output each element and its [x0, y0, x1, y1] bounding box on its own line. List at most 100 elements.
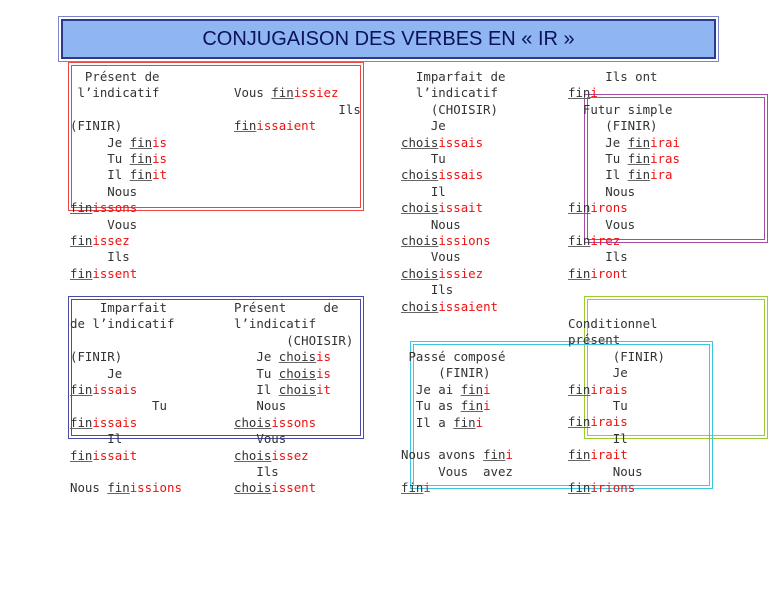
line-text: Vous	[70, 216, 138, 232]
conjugation-line: (CHOISIR)	[234, 333, 353, 349]
conjugation-line: Ils ont	[568, 69, 657, 85]
verb-ending: issent	[92, 265, 138, 281]
line-text: Ils	[234, 464, 279, 479]
line-text: Imparfait de	[401, 69, 506, 84]
line-text: Nous	[70, 183, 138, 199]
conjugation-line: l’indicatif	[401, 85, 498, 101]
line-text: (FINIR)	[70, 118, 123, 134]
verb-stem: fin	[271, 85, 294, 101]
line-text: Vous	[401, 249, 461, 265]
line-text: Je	[70, 134, 130, 150]
conjugation-line: finissait	[70, 448, 137, 464]
verb-ending: is	[316, 365, 331, 381]
verb-stem: chois	[234, 447, 272, 463]
line-text: Conditionnel	[568, 316, 658, 331]
conjugation-line: Je	[401, 118, 446, 134]
conjugation-line: Il finira	[568, 167, 672, 183]
conjugation-line: de l’indicatif	[70, 316, 174, 332]
verb-ending: issez	[92, 233, 130, 248]
verb-ending: iras	[650, 151, 680, 166]
line-text: Il	[568, 167, 628, 183]
conjugation-line: Je finis	[70, 135, 167, 151]
conjugation-line: Je choisis	[234, 349, 331, 365]
line-text: Ils	[568, 249, 628, 265]
verb-stem: fin	[453, 414, 476, 430]
conjugation-line: l’indicatif	[70, 85, 159, 101]
line-text: Futur simple	[568, 101, 673, 117]
verb-ending: irais	[590, 381, 628, 397]
conjugation-line: finirais	[568, 382, 628, 398]
verb-ending: ira	[650, 167, 673, 183]
conjugation-line: finissais	[70, 382, 137, 398]
page-title: CONJUGAISON DES VERBES EN « IR »	[202, 27, 575, 50]
line-text: Nous	[568, 463, 643, 479]
line-text: Il	[568, 430, 628, 446]
conjugation-line: (FINIR)	[70, 118, 122, 134]
verb-ending: issaient	[256, 118, 317, 134]
verb-stem: chois	[401, 233, 439, 248]
verb-ending: irais	[590, 414, 628, 430]
verb-ending: is	[152, 134, 167, 150]
conjugation-line: choisissais	[401, 167, 483, 183]
conjugation-line: Imparfait	[70, 300, 167, 316]
line-text: Nous	[401, 216, 461, 232]
conjugation-line: finissons	[70, 200, 137, 216]
conjugation-line: finirez	[568, 233, 620, 249]
frame-cyan	[410, 341, 713, 489]
conjugation-line: (FINIR)	[568, 349, 665, 365]
verb-stem: fin	[627, 167, 651, 183]
line-text: Tu	[70, 151, 130, 166]
conjugation-line: Il choisit	[234, 382, 331, 398]
verb-stem: fin	[70, 447, 93, 463]
conjugation-line: (CHOISIR)	[401, 102, 498, 118]
verb-ending: i	[505, 447, 513, 463]
line-text: Il	[401, 183, 446, 199]
line-text: Imparfait	[70, 300, 167, 315]
line-text: Ils	[70, 249, 130, 265]
line-text: Présent de	[70, 69, 160, 84]
conjugation-line: Ils	[568, 249, 628, 265]
verb-stem: chois	[278, 349, 317, 365]
line-text: Je	[70, 365, 123, 381]
verb-ending: i	[423, 480, 431, 496]
line-text: (FINIR)	[401, 365, 491, 381]
verb-stem: fin	[568, 233, 591, 248]
line-text: Nous	[234, 398, 287, 414]
conjugation-line: finissaient	[234, 118, 316, 134]
conjugation-line: Présent de	[70, 69, 160, 85]
verb-ending: i	[590, 85, 598, 101]
conjugation-line: finirait	[568, 447, 628, 463]
verb-ending: issiez	[293, 85, 339, 101]
verb-stem: chois	[278, 365, 317, 381]
conjugation-line: Nous	[70, 184, 137, 200]
line-text: Vous	[234, 431, 287, 447]
line-text: Tu	[70, 398, 167, 414]
verb-stem: fin	[568, 85, 591, 101]
conjugation-line: choisissais	[401, 135, 483, 151]
verb-stem: fin	[568, 480, 591, 495]
line-text: Vous	[234, 85, 272, 101]
verb-stem: fin	[70, 233, 93, 248]
conjugation-line: Vous avez	[401, 464, 513, 480]
line-text: Je	[401, 118, 446, 134]
conjugation-line: choisissions	[401, 233, 491, 249]
verb-ending: issais	[438, 134, 484, 150]
conjugation-line: Ils	[234, 464, 279, 480]
verb-ending: issais	[92, 414, 138, 430]
frame-red	[68, 62, 364, 211]
conjugation-line: choisissaient	[401, 299, 498, 315]
verb-stem: fin	[70, 200, 93, 216]
conjugation-line: Tu as fini	[401, 398, 491, 414]
conjugation-line: Vous	[70, 217, 137, 233]
verb-stem: fin	[568, 447, 591, 463]
verb-stem: fin	[483, 447, 506, 463]
line-text: l’indicatif	[401, 85, 498, 101]
conjugation-line: choisissait	[401, 200, 483, 216]
conjugation-line: choisissiez	[401, 266, 483, 282]
line-text: Tu	[568, 398, 628, 413]
verb-stem: fin	[627, 134, 651, 150]
conjugation-line: Vous finissiez	[234, 85, 338, 101]
verb-stem: chois	[234, 414, 272, 430]
line-text: de l’indicatif	[70, 316, 175, 332]
conjugation-line: présent	[568, 332, 620, 348]
